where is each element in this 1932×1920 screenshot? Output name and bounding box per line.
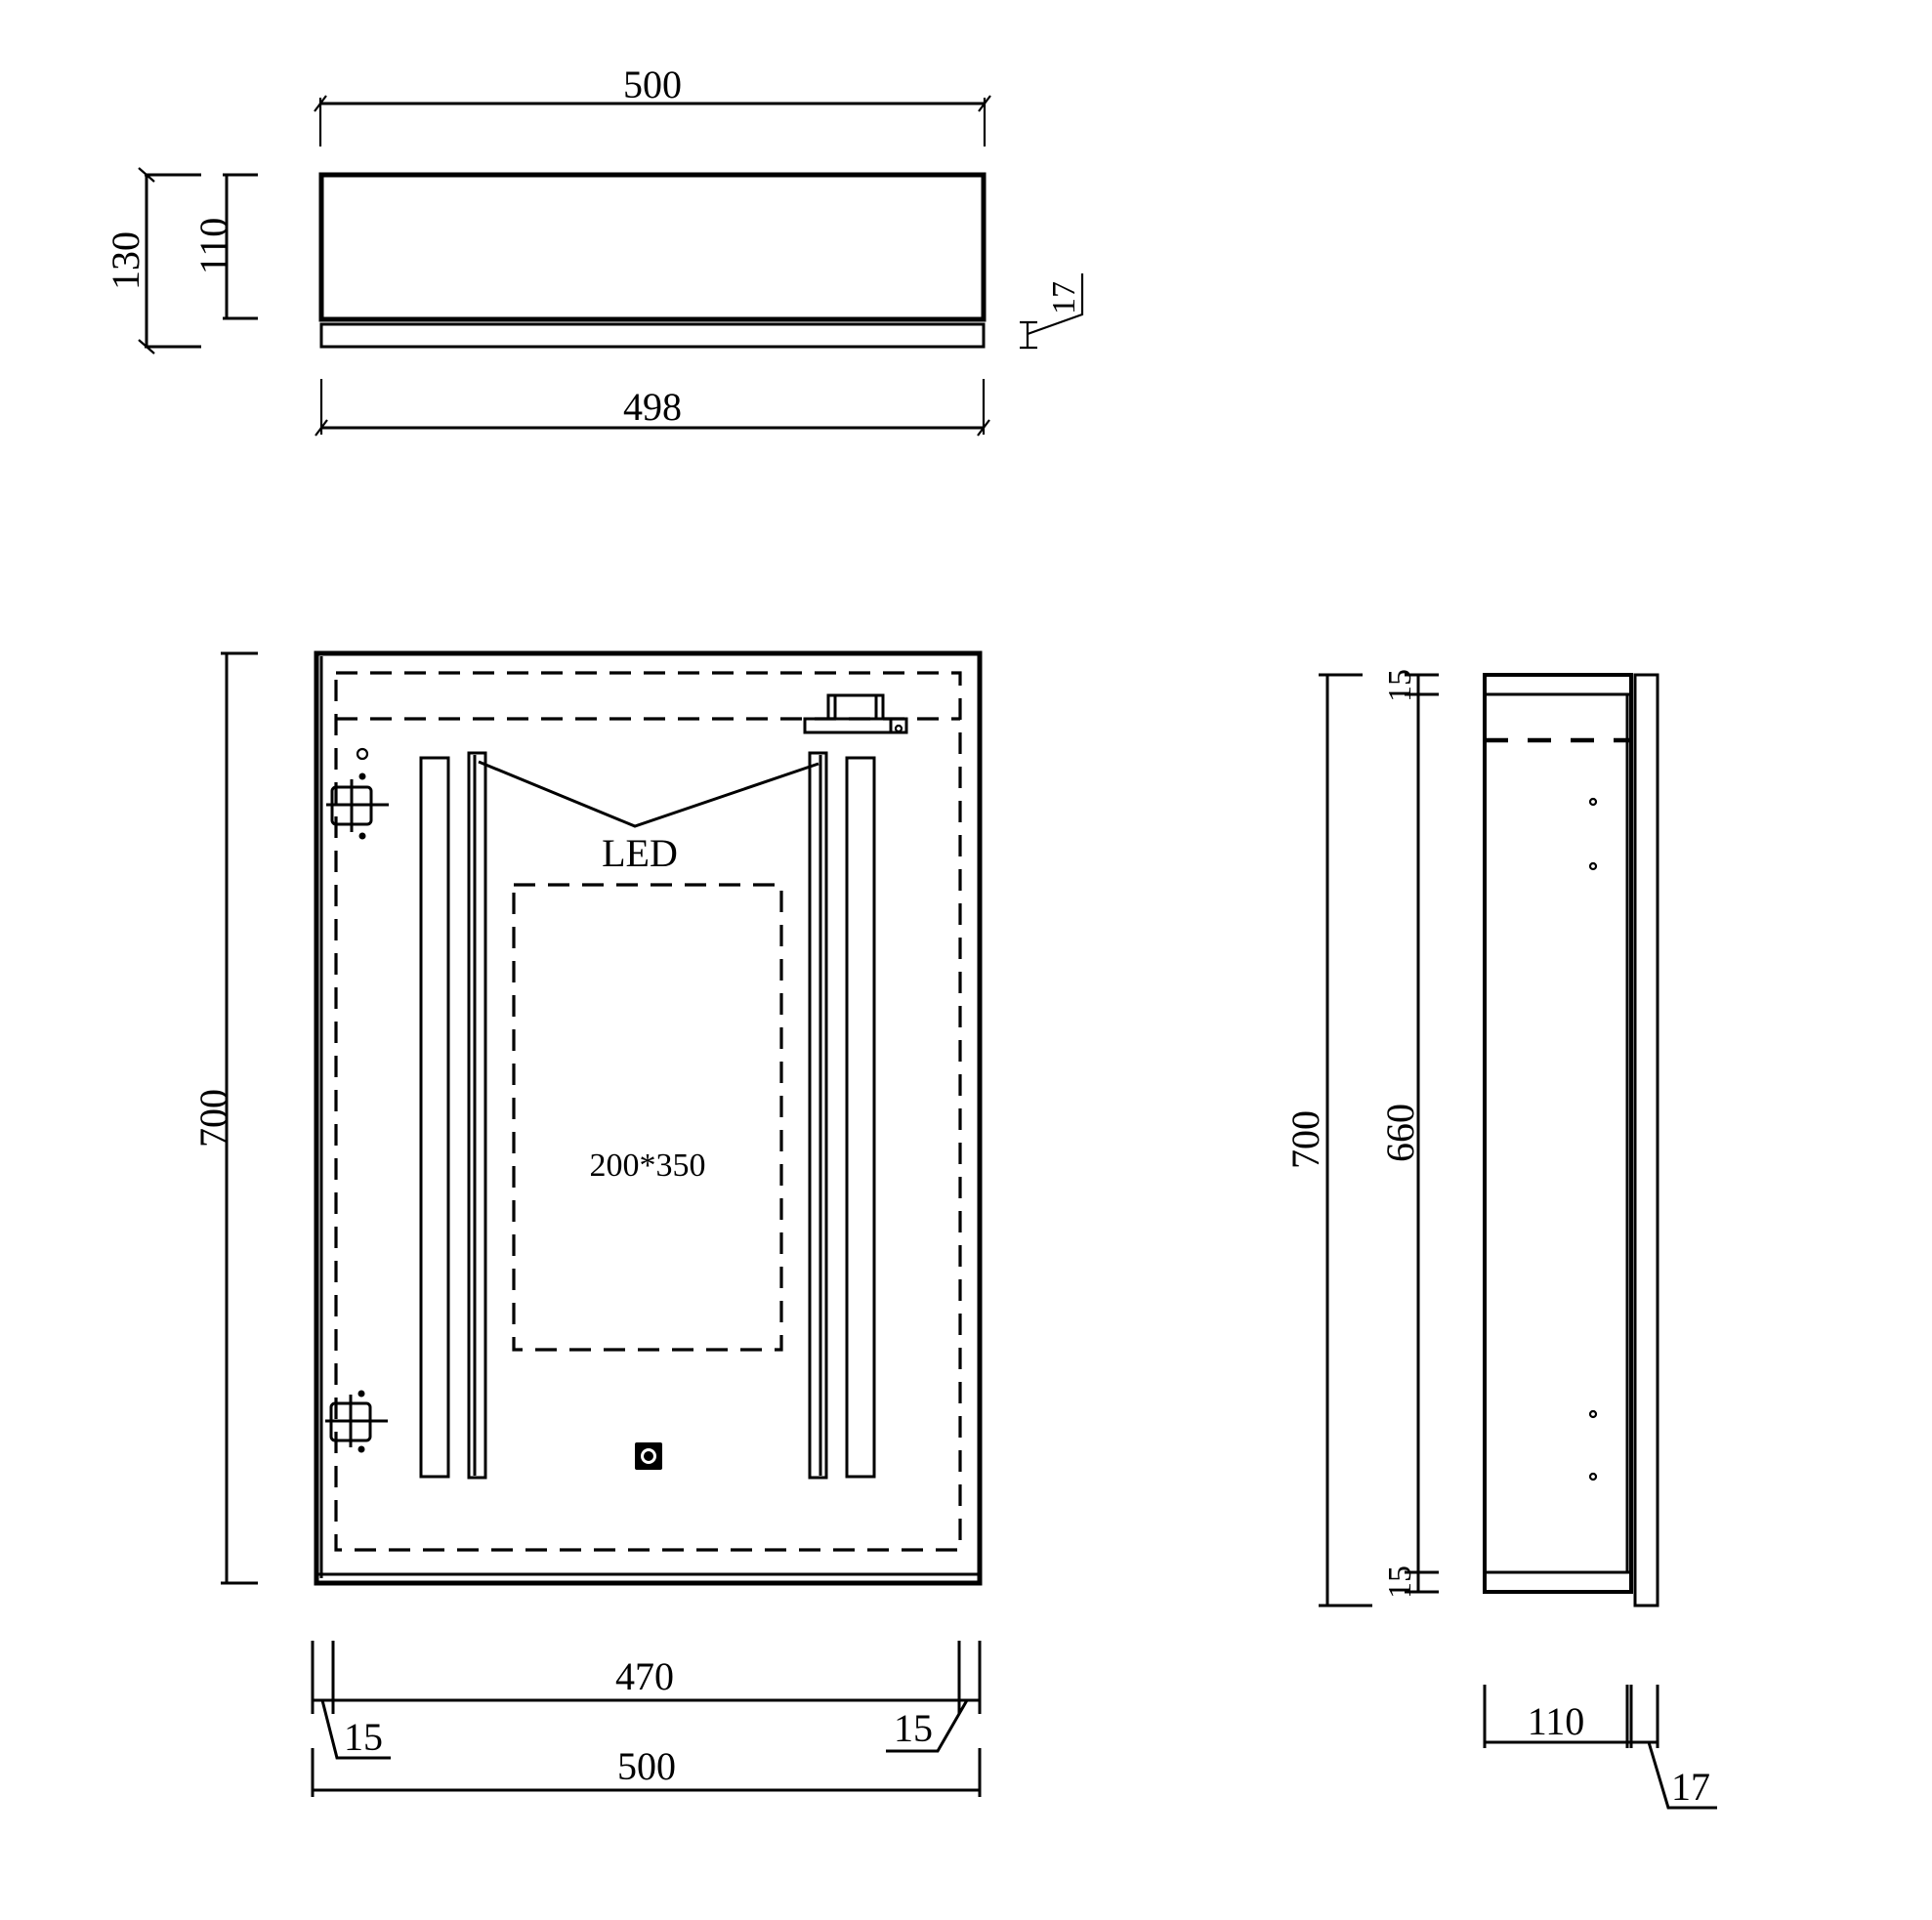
mirror-window-dashed [512,883,783,1352]
dim-top-height-130: 130 [104,167,201,355]
dim-top-height-110: 110 [191,173,258,320]
dim-label: 470 [615,1654,674,1698]
dim-label: 498 [623,385,682,429]
hinge-bottom-icon [325,1390,388,1453]
side-view: 700 660 15 15 110 17 [1283,669,1717,1810]
led-bar-left [467,751,487,1480]
dim-front-inner-470: 470 [311,1641,982,1714]
door-side [1633,673,1659,1607]
top-view: 500 130 110 17 [104,63,1084,437]
led-bar-right [808,751,828,1480]
touch-switch-icon [635,1442,662,1470]
dim-top-door-498: 498 [315,379,990,437]
front-view: 700 LED 200*350 [191,650,983,1797]
led-strip-right-hatched [845,756,876,1479]
dim-label: 110 [1528,1699,1585,1743]
dim-side-depth-110: 110 [1483,1685,1659,1748]
pin-hole [1588,1409,1598,1419]
dim-front-right-15: 15 [886,1699,969,1753]
cabinet-body-top [318,172,987,322]
dim-label: 17 [1046,281,1082,314]
pin-hole [1588,797,1598,807]
dim-top-width-500: 500 [314,63,991,146]
cabinet-side-body [1483,673,1633,1594]
led-label: LED [602,831,678,875]
dim-label: 500 [617,1744,676,1788]
pin-hole [1588,861,1598,871]
dim-side-height-700: 700 [1283,673,1372,1607]
dim-label: 500 [623,63,682,106]
hinge-top-icon [326,747,389,840]
dim-label: 660 [1378,1104,1422,1162]
dim-front-left-15: 15 [320,1699,391,1760]
door-top [319,322,986,349]
dim-top-door-17: 17 [1020,273,1084,350]
dim-front-width-500: 500 [311,1744,982,1797]
dim-label: 130 [104,231,147,290]
led-strip-left-hatched [419,756,450,1479]
dim-label: 700 [1283,1110,1327,1169]
dim-label: 15 [344,1715,383,1759]
dim-label: 110 [191,218,235,275]
cabinet-front-outline [314,650,983,1586]
dim-side-door-17: 17 [1647,1741,1717,1810]
socket-icon [803,693,908,734]
dim-front-height-700: 700 [191,651,258,1585]
dim-label: 700 [191,1089,235,1148]
pin-hole [1588,1472,1598,1482]
dim-label-top-15: 15 [1382,669,1418,702]
dim-label: 17 [1671,1765,1710,1809]
mirror-window-label: 200*350 [590,1148,706,1184]
dim-side-height-660: 660 15 15 [1378,669,1439,1599]
led-leader [478,760,819,828]
dim-label: 15 [894,1706,933,1750]
dim-label-bottom-15: 15 [1382,1565,1418,1599]
inner-cabinet-dashed [334,671,962,1552]
